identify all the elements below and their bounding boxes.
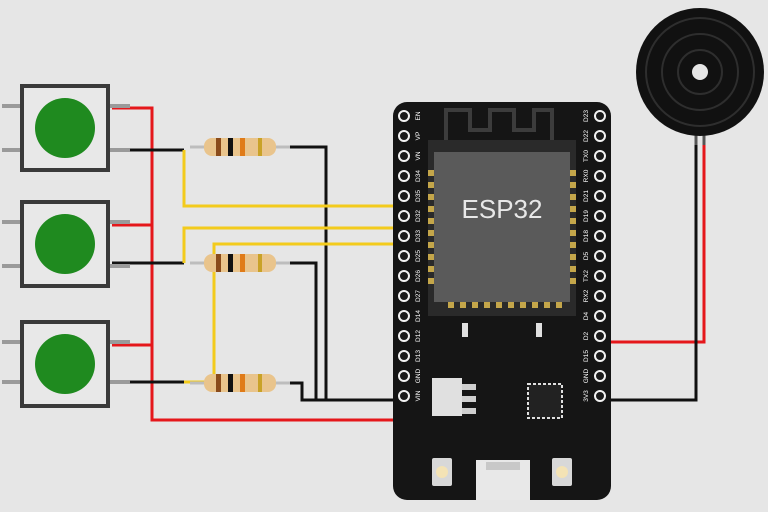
resistor-1	[190, 138, 290, 156]
right-pin-d22[interactable]	[594, 130, 606, 142]
left-pin-vin[interactable]	[398, 390, 410, 402]
right-pin-d23[interactable]	[594, 110, 606, 122]
left-pin-label: D14	[415, 310, 422, 322]
right-pin-d21[interactable]	[594, 190, 606, 202]
right-pin-label: D23	[583, 110, 590, 122]
resistor-2	[190, 254, 290, 272]
pushbutton-1[interactable]	[2, 84, 130, 172]
right-pin-tx2[interactable]	[594, 270, 606, 282]
button-cap[interactable]	[35, 98, 95, 158]
wire-black-res2-gnd	[282, 261, 326, 402]
esp32-module	[434, 152, 570, 302]
resistor-3	[190, 374, 290, 392]
wire-black-res3-gnd	[282, 381, 316, 402]
left-pin-d14[interactable]	[398, 310, 410, 322]
left-pin-en[interactable]	[398, 110, 410, 122]
left-pin-gnd[interactable]	[398, 370, 410, 382]
module-teeth	[428, 170, 576, 308]
right-pin-d2[interactable]	[594, 330, 606, 342]
left-pin-label: EN	[415, 111, 422, 120]
left-pin-d32[interactable]	[398, 210, 410, 222]
left-pin-label: D12	[415, 330, 422, 342]
left-pin-label: D35	[415, 190, 422, 202]
button-cap[interactable]	[35, 334, 95, 394]
left-pin-label: D34	[415, 170, 422, 182]
usb-uart-chip	[527, 383, 563, 419]
voltage-regulator	[432, 378, 476, 416]
right-pin-label: D15	[583, 350, 590, 362]
left-pin-label: D27	[415, 290, 422, 302]
right-pin-d15[interactable]	[594, 350, 606, 362]
right-pin-label: D4	[583, 311, 590, 320]
right-pin-label: D2	[583, 331, 590, 340]
right-pin-d19[interactable]	[594, 210, 606, 222]
right-pin-label: D5	[583, 251, 590, 260]
antenna-trace	[444, 108, 554, 140]
pushbutton-3[interactable]	[2, 320, 130, 408]
left-pin-label: D33	[415, 230, 422, 242]
left-pin-d12[interactable]	[398, 330, 410, 342]
right-pin-gnd[interactable]	[594, 370, 606, 382]
left-pin-label: D25	[415, 250, 422, 262]
left-pin-d26[interactable]	[398, 270, 410, 282]
right-pin-label: RX0	[583, 169, 590, 182]
left-pin-d25[interactable]	[398, 250, 410, 262]
right-pin-3v3[interactable]	[594, 390, 606, 402]
right-pin-tx0[interactable]	[594, 150, 606, 162]
right-pin-label: TX0	[583, 150, 590, 162]
piezo-buzzer[interactable]	[636, 8, 764, 145]
right-pin-d4[interactable]	[594, 310, 606, 322]
wire-black-res1-gnd	[282, 145, 404, 402]
wire-red-buzzer	[600, 140, 706, 344]
left-pin-d27[interactable]	[398, 290, 410, 302]
left-pin-label: D32	[415, 210, 422, 222]
right-pin-label: D21	[583, 190, 590, 202]
left-pin-d13[interactable]	[398, 350, 410, 362]
left-pin-vn[interactable]	[398, 150, 410, 162]
esp32-board: ESP32 ENVPVND34D35D32D33D25D26D27D14D12D…	[393, 102, 611, 500]
right-pin-label: RX2	[583, 289, 590, 302]
wire-black-buzzer	[600, 140, 698, 402]
wire-yellow-d34	[182, 150, 404, 208]
left-pin-label: VP	[415, 132, 422, 141]
left-pin-d35[interactable]	[398, 190, 410, 202]
right-pin-label: D22	[583, 130, 590, 142]
right-pin-label: GND	[583, 368, 590, 383]
right-pin-d18[interactable]	[594, 230, 606, 242]
chip-label: ESP32	[462, 194, 543, 224]
right-pin-label: D19	[583, 210, 590, 222]
left-pin-label: D13	[415, 350, 422, 362]
left-pin-label: VIN	[415, 390, 422, 401]
en-button[interactable]	[432, 458, 452, 486]
right-pin-rx0[interactable]	[594, 170, 606, 182]
wire-yellow-d35	[182, 226, 404, 263]
left-pin-d33[interactable]	[398, 230, 410, 242]
usb-port[interactable]	[476, 460, 530, 500]
boot-button[interactable]	[552, 458, 572, 486]
right-pin-d5[interactable]	[594, 250, 606, 262]
right-pin-label: D18	[583, 230, 590, 242]
button-cap[interactable]	[35, 214, 95, 274]
left-pin-d34[interactable]	[398, 170, 410, 182]
right-pin-label: 3V3	[583, 390, 590, 402]
pushbutton-2[interactable]	[2, 200, 130, 288]
right-pin-rx2[interactable]	[594, 290, 606, 302]
left-pin-label: VN	[415, 151, 422, 160]
left-pin-label: D26	[415, 270, 422, 282]
right-pin-label: TX2	[583, 270, 590, 282]
left-pin-vp[interactable]	[398, 130, 410, 142]
left-pin-label: GND	[415, 368, 422, 383]
